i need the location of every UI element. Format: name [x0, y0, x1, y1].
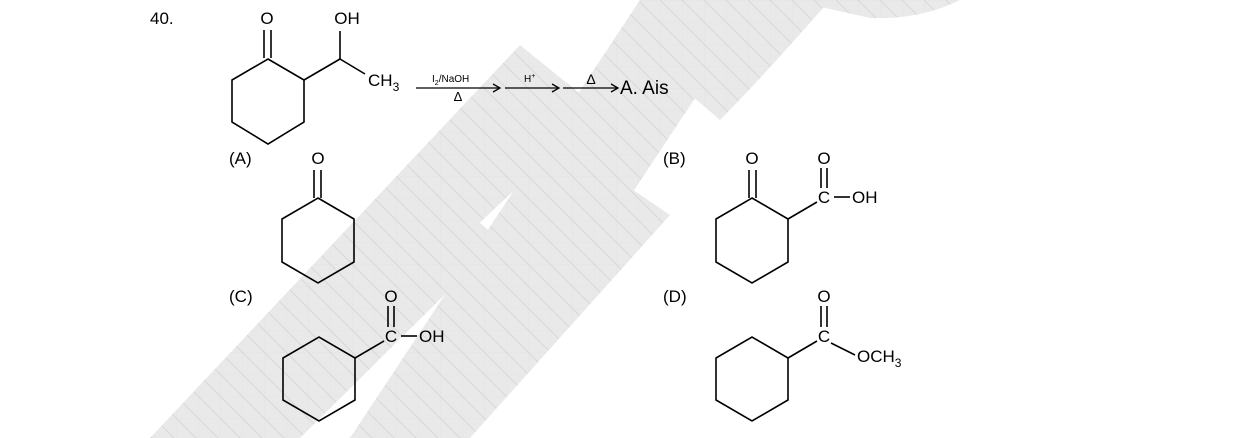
option-c-structure: [282, 306, 417, 422]
option-b-hydroxyl: OH: [852, 188, 878, 207]
option-a-label: (A): [229, 149, 252, 168]
option-b-carbonyl-carbon: C: [818, 188, 830, 207]
reactant-hydroxyl: OH: [334, 9, 360, 28]
step1-heat-condition: Δ: [454, 89, 463, 104]
option-d-methoxy: OCH3: [857, 347, 902, 370]
step3-heat-condition: Δ: [586, 71, 595, 87]
option-b-acid-oxygen: O: [817, 149, 830, 168]
option-c-acid-oxygen: O: [384, 287, 397, 306]
question-number: 40.: [150, 9, 174, 28]
option-c-carbonyl-carbon: C: [385, 327, 397, 346]
option-b-label: (B): [663, 149, 686, 168]
option-a-structure: [281, 170, 355, 284]
step1-reagent: I2/NaOH: [432, 74, 469, 87]
option-d-carbonyl-carbon: C: [818, 327, 830, 346]
option-a-oxygen: O: [311, 149, 324, 168]
reaction-arrows: [416, 83, 620, 93]
option-d-label: (D): [663, 287, 687, 306]
reactant-methyl: CH3: [368, 71, 400, 94]
reactant-structure: [231, 30, 366, 145]
option-c-label: (C): [229, 287, 253, 306]
option-d-structure: [715, 306, 856, 422]
option-b-ring-oxygen: O: [745, 149, 758, 168]
option-d-carbonyl-oxygen: O: [817, 287, 830, 306]
watermark-logo: [150, 0, 960, 438]
step2-reagent: H+: [524, 73, 535, 85]
product-prompt: A. Ais: [620, 78, 669, 99]
option-c-hydroxyl: OH: [419, 327, 445, 346]
option-b-structure: [715, 168, 850, 284]
reactant-ketone-oxygen: O: [260, 9, 273, 28]
